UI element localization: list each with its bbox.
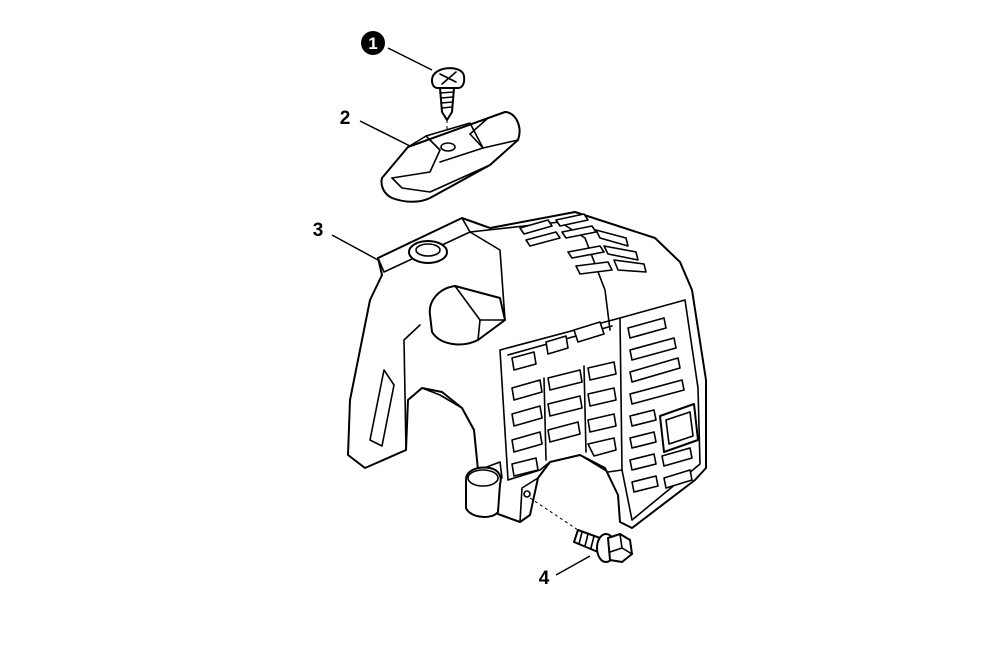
callout-1[interactable]: 1 — [361, 31, 433, 71]
callout-3-leader — [331, 234, 379, 261]
callout-4-label: 4 — [539, 568, 550, 589]
callout-3-label: 3 — [313, 220, 324, 241]
callout-2-leader — [359, 120, 411, 147]
part-2-pad — [380, 111, 521, 203]
callout-4[interactable]: 4 — [539, 555, 591, 589]
callout-1-badge — [361, 31, 385, 55]
part-3-engine-cover — [347, 211, 707, 531]
callout-1-leader — [387, 47, 433, 71]
callout-2-label: 2 — [340, 108, 351, 129]
part-4-bolt — [573, 529, 633, 563]
part-1-screw — [431, 67, 466, 142]
callout-2[interactable]: 2 — [340, 108, 411, 147]
callout-1-label: 1 — [368, 34, 377, 53]
callout-3[interactable]: 3 — [313, 220, 379, 261]
callout-4-leader — [555, 555, 591, 576]
